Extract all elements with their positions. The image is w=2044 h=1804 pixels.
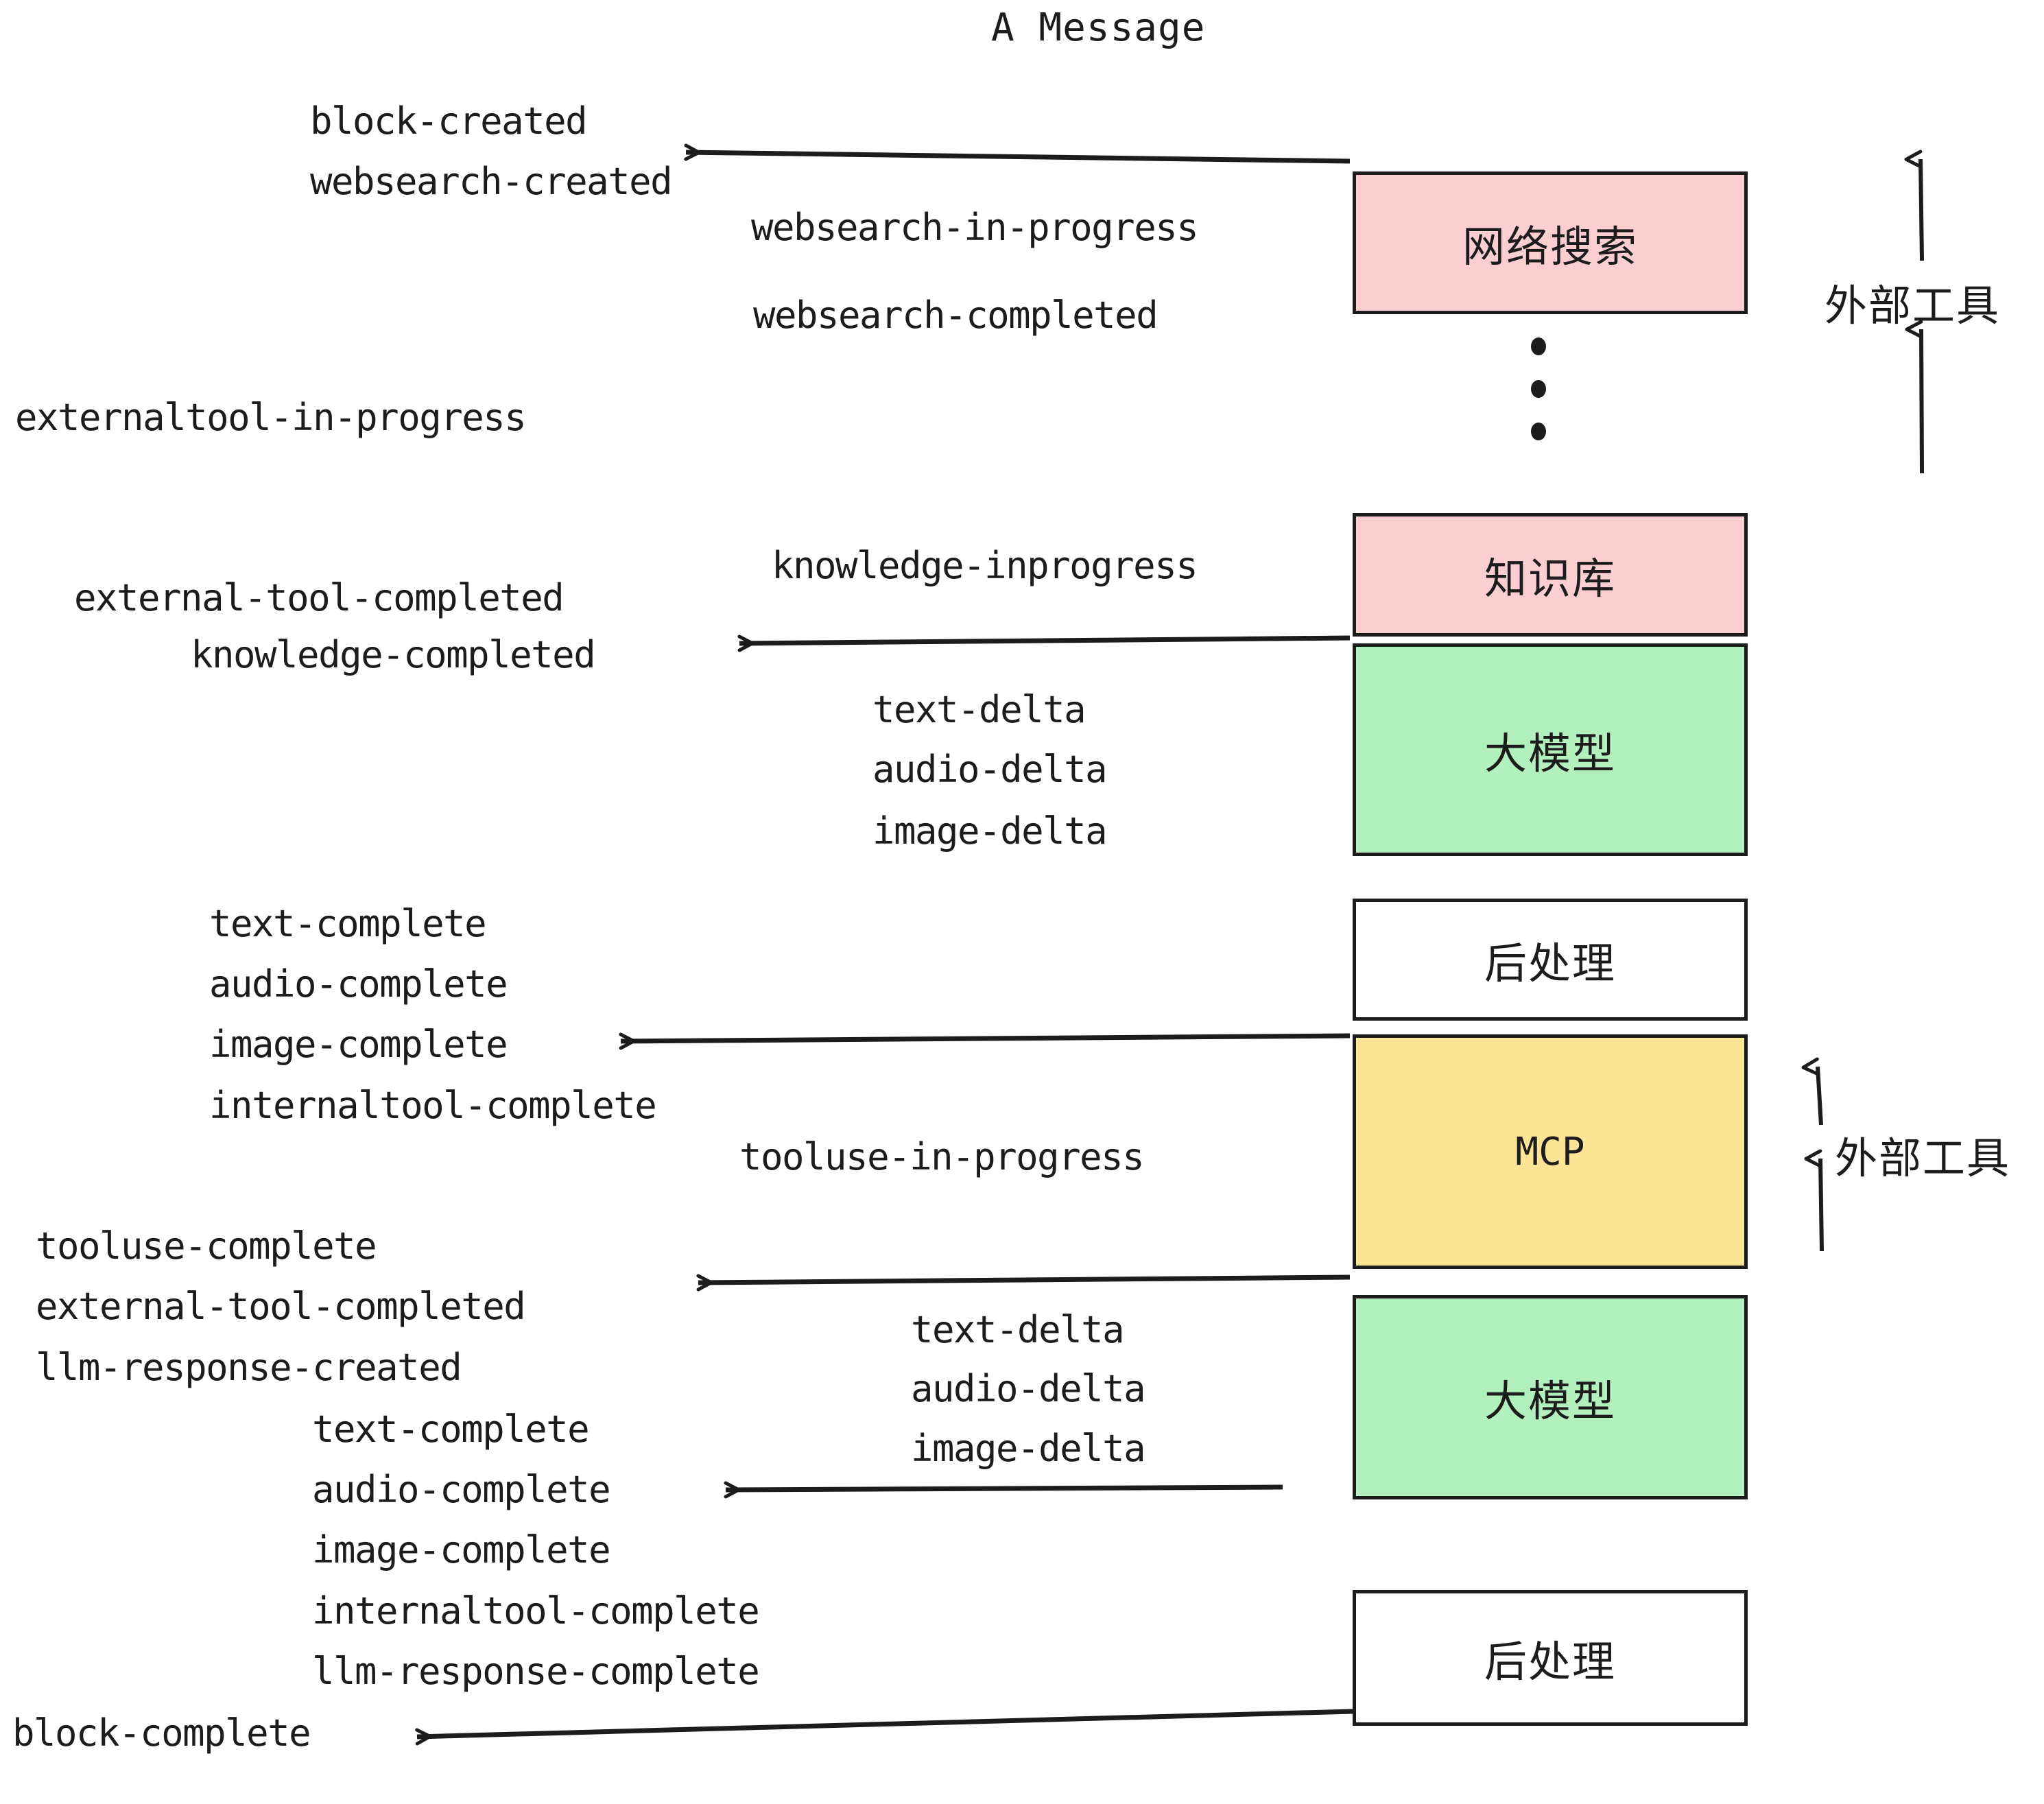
event-websearch-completed: websearch-completed xyxy=(753,294,1158,337)
arrow-websearch-to-block-created xyxy=(684,143,1351,164)
box-llm-upper-label: 大模型 xyxy=(1484,728,1616,779)
event-text-complete-1: text-complete xyxy=(209,902,487,945)
ellipsis-dot xyxy=(1531,380,1546,398)
ellipsis-dots xyxy=(1531,337,1549,461)
event-block-complete: block-complete xyxy=(12,1711,311,1755)
arrow-postprocess-to-block-complete xyxy=(415,1709,1353,1746)
event-image-delta-1: image-delta xyxy=(872,809,1108,853)
ellipsis-dot xyxy=(1531,337,1546,355)
box-postprocess-lower[interactable]: 后处理 xyxy=(1353,1590,1748,1726)
box-postprocess-lower-label: 后处理 xyxy=(1484,1637,1616,1687)
event-knowledge-completed: knowledge-completed xyxy=(191,633,596,676)
box-mcp[interactable]: MCP xyxy=(1353,1034,1748,1269)
event-text-complete-2: text-complete xyxy=(312,1408,590,1451)
box-mcp-label: MCP xyxy=(1515,1129,1585,1174)
ellipsis-dot xyxy=(1531,423,1546,440)
arrow-external-tools-lower-down xyxy=(1804,1149,1824,1252)
event-block-created: block-created xyxy=(310,99,588,143)
arrow-mcp-to-tooluse-complete xyxy=(696,1274,1351,1292)
event-audio-delta-2: audio-delta xyxy=(911,1367,1146,1410)
event-audio-complete-2: audio-complete xyxy=(312,1468,611,1511)
event-text-delta-1: text-delta xyxy=(872,688,1086,731)
box-knowledge-label: 知识库 xyxy=(1484,554,1616,604)
arrow-knowledge-to-knowledge-completed xyxy=(737,634,1351,652)
event-external-tool-completed-1: external-tool-completed xyxy=(74,576,565,619)
event-image-delta-2: image-delta xyxy=(911,1427,1146,1470)
arrow-external-tools-lower-up xyxy=(1801,1057,1823,1126)
box-websearch-label: 网络搜索 xyxy=(1462,222,1638,272)
box-llm-upper[interactable]: 大模型 xyxy=(1353,643,1748,856)
event-websearch-in-progress: websearch-in-progress xyxy=(751,206,1199,249)
event-websearch-created: websearch-created xyxy=(310,160,673,203)
arrow-llm-to-audio-complete xyxy=(724,1481,1283,1499)
box-llm-lower-label: 大模型 xyxy=(1484,1376,1616,1426)
event-externaltool-in-progress: externaltool-in-progress xyxy=(15,396,527,439)
page-title: A Message xyxy=(991,5,1206,50)
event-external-tool-completed-2: external-tool-completed xyxy=(36,1285,526,1328)
box-websearch[interactable]: 网络搜索 xyxy=(1353,171,1748,314)
event-tooluse-complete: tooluse-complete xyxy=(36,1224,377,1268)
side-label-external-tools-upper: 外部工具 xyxy=(1825,281,2001,331)
event-knowledge-inprogress: knowledge-inprogress xyxy=(772,544,1198,587)
event-internaltool-complete-1: internaltool-complete xyxy=(209,1084,657,1127)
event-audio-complete-1: audio-complete xyxy=(209,962,508,1006)
box-postprocess-upper-label: 后处理 xyxy=(1484,938,1616,988)
event-image-complete-1: image-complete xyxy=(209,1023,508,1066)
event-text-delta-2: text-delta xyxy=(911,1308,1125,1351)
event-tooluse-in-progress: tooluse-in-progress xyxy=(739,1135,1145,1178)
event-image-complete-2: image-complete xyxy=(312,1528,611,1571)
event-llm-response-complete: llm-response-complete xyxy=(312,1650,760,1693)
event-llm-response-created: llm-response-created xyxy=(36,1346,462,1389)
event-internaltool-complete-2: internaltool-complete xyxy=(312,1589,760,1633)
box-postprocess-upper[interactable]: 后处理 xyxy=(1353,899,1748,1021)
arrow-external-tools-upper-up xyxy=(1904,150,1924,261)
box-knowledge[interactable]: 知识库 xyxy=(1353,513,1748,637)
arrow-postprocess-to-image-complete xyxy=(619,1032,1351,1050)
arrow-external-tools-upper-down xyxy=(1905,320,1924,474)
box-llm-lower[interactable]: 大模型 xyxy=(1353,1295,1748,1499)
side-label-external-tools-lower: 外部工具 xyxy=(1835,1133,2011,1183)
event-audio-delta-1: audio-delta xyxy=(872,748,1108,791)
